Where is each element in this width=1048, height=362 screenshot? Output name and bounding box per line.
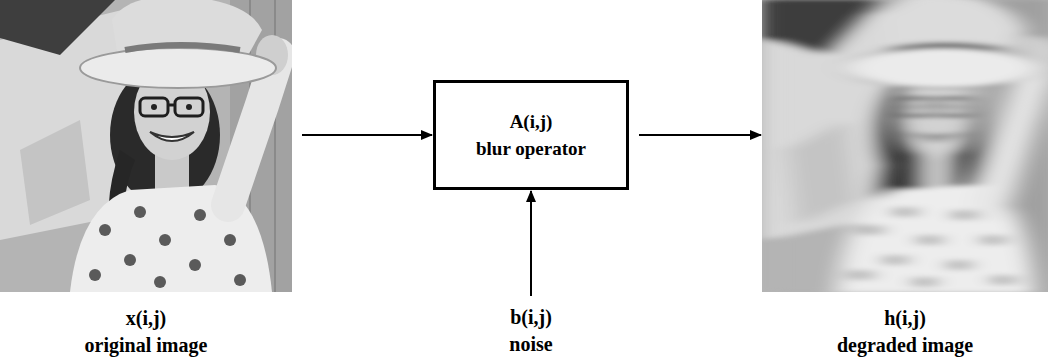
symbol-label: A(i,j) [510,108,553,135]
description-label: degraded image [762,332,1048,359]
arrow-connector [639,134,761,136]
image-node: x(i,j)original image [0,0,292,292]
description-label: noise [505,331,557,358]
process-box: A(i,j)blur operator [433,80,629,190]
description-label: blur operator [476,135,586,162]
symbol-label: h(i,j) [762,305,1048,332]
degraded-photo [762,0,1048,292]
image-node: h(i,j)degraded image [762,0,1048,292]
symbol-label: b(i,j) [505,304,557,331]
input-label: b(i,j)noise [505,304,557,358]
image-caption: h(i,j)degraded image [762,305,1048,359]
original-photo [0,0,292,292]
arrow-connector [530,191,532,296]
description-label: original image [0,332,292,359]
arrow-connector [302,134,432,136]
image-caption: x(i,j)original image [0,305,292,359]
symbol-label: x(i,j) [0,305,292,332]
